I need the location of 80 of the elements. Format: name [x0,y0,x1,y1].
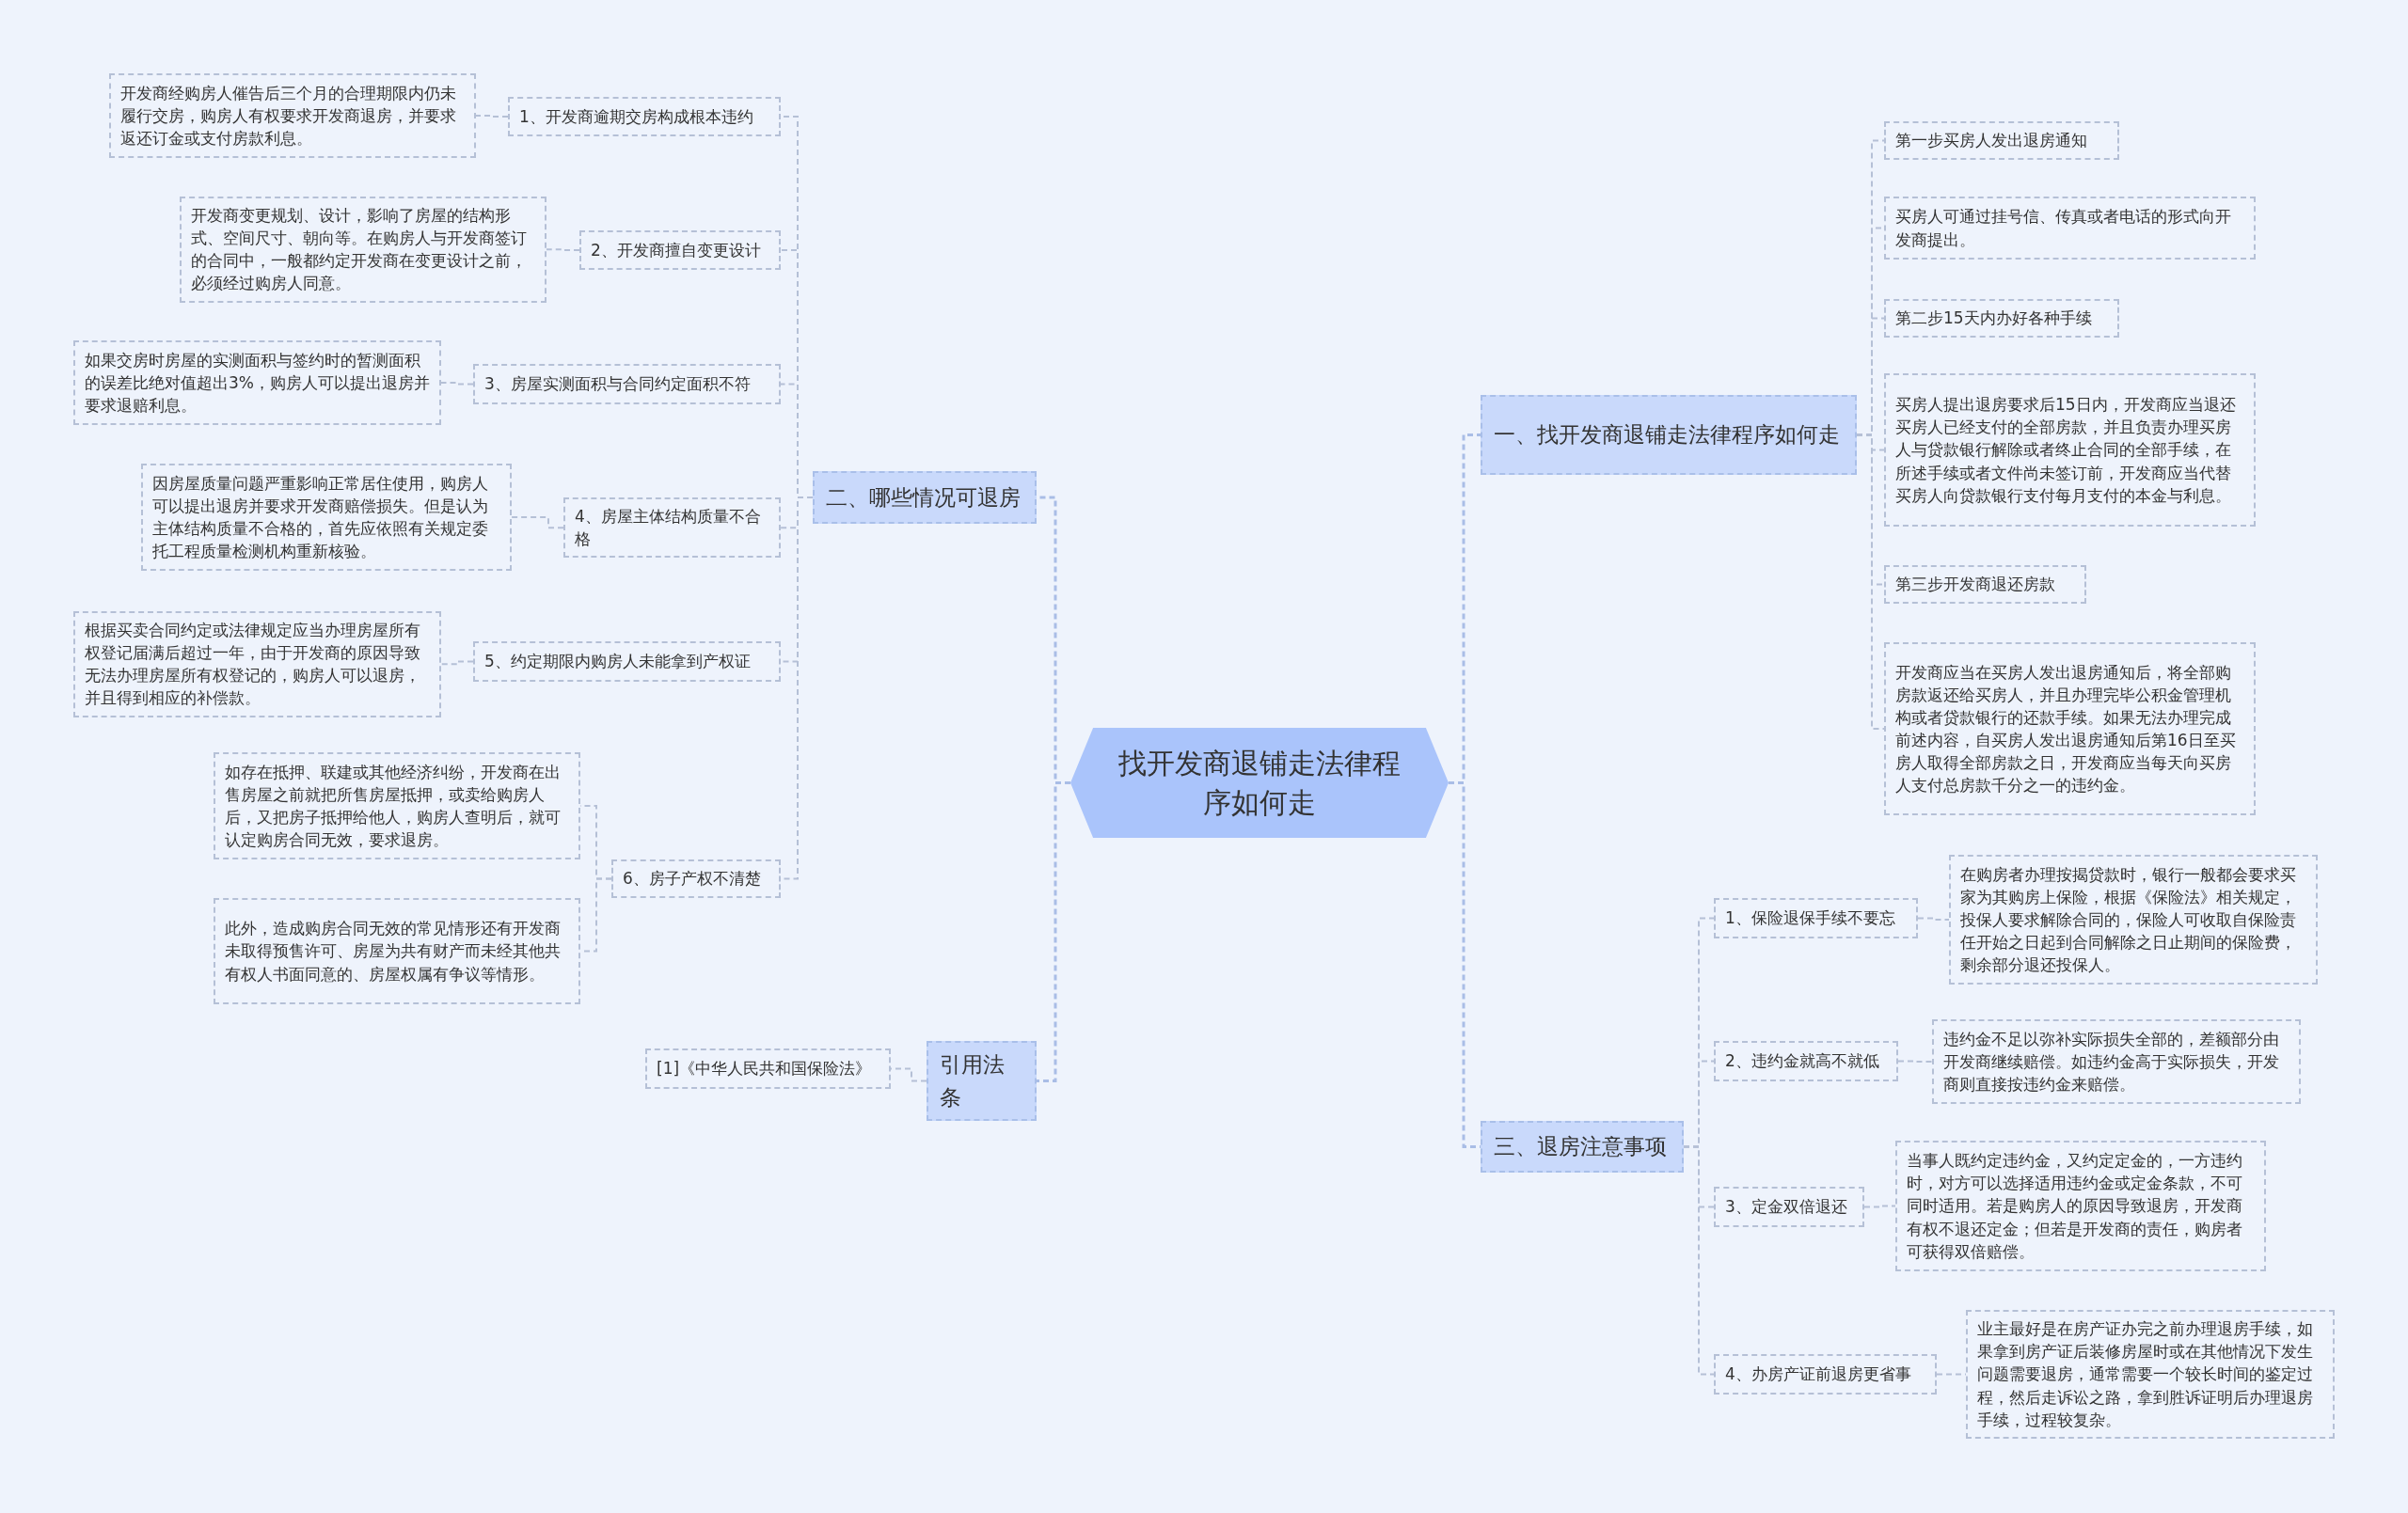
topic-box [1884,121,2119,160]
topic-text: 第一步买房人发出退房通知 [1895,130,2087,152]
topic-box [1949,855,2318,985]
topic-text: 6、房子产权不清楚 [623,868,761,890]
topic-text: 买房人可通过挂号信、传真或者电话的形式向开发商提出。 [1895,206,2232,251]
topic-text: 开发商变更规划、设计，影响了房屋的结构形式、空间尺寸、朝向等。在购房人与开发商签订的合同中，一般都约定开发商在变更设计之前，必须经过购房人同意。 [191,205,528,295]
topic-text: 1、保险退保手续不要忘 [1725,907,1895,930]
connector-line [1856,433,1885,730]
topic-text: 开发商经购房人催告后三个月的合理期限内仍未履行交房，购房人有权要求开发商退房，并要求返还订金或支付房款利息。 [120,82,457,150]
branch-topic-box [813,471,1037,524]
connector-line [1917,917,1950,921]
topic-text: 3、房屋实测面积与合同约定面积不符 [484,373,751,396]
topic-box [109,73,476,158]
topic-box [1714,1041,1898,1081]
topic-text: 找开发商退铺走法律程序如何走 [1117,745,1402,821]
connector-line [440,660,474,666]
connector-line [475,115,509,118]
topic-text: 业主最好是在房产证办完之前办理退房手续，如果拿到房产证后装修房屋时或在其他情况下发生问题需要退房，通常需要一个较长时间的鉴定过程，然后走诉讼之路，拿到胜诉证明后办理退房手续，过程较复杂。 [1977,1318,2314,1431]
branch-topic-box [927,1041,1037,1121]
topic-text: 引用法条 [940,1051,1006,1111]
connector-line [1449,781,1481,1148]
topic-box [1714,1187,1864,1227]
connector-line [440,382,474,386]
connector-line [1863,1205,1896,1208]
topic-text: 5、约定期限内购房人未能拿到产权证 [484,651,751,673]
topic-box [611,859,781,898]
connector-line [511,516,564,529]
branch-topic-box [1481,1121,1684,1173]
topic-box [214,752,580,859]
topic-box [473,641,781,682]
topic-box [508,97,781,136]
topic-box [645,1048,891,1089]
topic-text: [1]《中华人民共和国保险法》 [657,1058,872,1080]
topic-text: 4、房屋主体结构质量不合格 [575,506,762,551]
topic-box [1884,197,2256,260]
connector-line [1683,1145,1715,1376]
topic-box [1714,1354,1937,1395]
topic-text: 买房人提出退房要求后15日内，开发商应当退还买房人已经支付的全部房款，并且负责办理买房人与贷款银行解除或者终止合同的全部手续，在所述手续或者文件尚未签订前，开发商应当代替买房人向贷款银行支付每月支付的本金与利息。 [1895,394,2237,507]
topic-text: 第二步15天内办好各种手续 [1895,307,2092,330]
topic-box [1884,299,2119,338]
topic-text: 此外，造成购房合同无效的常见情形还有开发商未取得预售许可、房屋为共有财产而未经其他共有权人书面同意的、房屋权属有争议等情形。 [225,918,562,985]
topic-box [473,364,781,404]
connector-line [1037,781,1070,1082]
connector-line [546,248,580,251]
topic-text: 2、违约金就高不就低 [1725,1050,1879,1073]
topic-text: 如存在抵押、联建或其他经济纠纷，开发商在出售房屋之前就把所售房屋抵押，或卖给购房人后，又把房子抵押给他人，购房人查明后，就可认定购房合同无效，要求退房。 [225,761,562,852]
topic-box [1895,1141,2266,1271]
topic-text: 因房屋质量问题严重影响正常居住使用，购房人可以提出退房并要求开发商赔偿损失。但是认为主体结构质量不合格的，首先应依照有关规定委托工程质量检测机构重新核验。 [152,472,489,563]
topic-box [73,611,441,717]
topic-box [214,898,580,1004]
topic-text: 2、开发商擅自变更设计 [591,239,761,261]
topic-box [73,340,441,425]
topic-text: 如果交房时房屋的实测面积与签约时的暂测面积的误差比绝对值超出3%，购房人可以提出退房并要求退赔利息。 [85,349,430,418]
topic-text: 1、开发商逾期交房构成根本违约 [519,105,753,128]
central-topic-hexagon [1070,728,1449,838]
connector-line [890,1067,927,1082]
topic-text: 开发商应当在买房人发出退房通知后，将全部购房款返还给买房人，并且办理完毕公积金管理机构或者贷款银行的还款手续。如果无法办理完成前述内容，自买房人发出退房通知后第16日至买房人取得全部房款之日，开发商应当每天向买房人支付总房款千分之一的违约金。 [1895,661,2237,797]
topic-text: 二、哪些情况可退房 [826,483,1021,512]
topic-box [1884,373,2256,527]
topic-box [1884,565,2086,604]
topic-text: 违约金不足以弥补实际损失全部的，差额部分由开发商继续赔偿。如违约金高于实际损失，开发商则直接按违约金来赔偿。 [1943,1028,2280,1096]
branch-topic-box [1481,395,1857,475]
topic-box [579,230,781,270]
topic-text: 根据买卖合同约定或法律规定应当办理房屋所有权登记届满后超过一年，由于开发商的原因导致无法办理房屋所有权登记的，购房人可以退房，并且得到相应的补偿款。 [85,620,421,710]
topic-box [1884,642,2256,815]
topic-box [1966,1310,2335,1439]
topic-text: 4、办房产证前退房更省事 [1725,1363,1911,1386]
topic-text: 在购房者办理按揭贷款时，银行一般都会要求买家为其购房上保险，根据《保险法》相关规定，投保人要求解除合同的，保险人可收取自保险责任开始之日起到合同解除之日止期间的保险费，剩余部分退还投保人。 [1960,863,2297,977]
topic-text: 3、定金双倍退还 [1725,1196,1847,1219]
connector-line [1897,1060,1933,1063]
topic-box [1714,898,1918,938]
topic-text: 一、找开发商退铺走法律程序如何走 [1494,421,1840,449]
topic-box [141,464,512,571]
topic-box [180,197,547,303]
topic-text: 当事人既约定违约金，又约定定金的，一方违约时，对方可以选择适用违约金或定金条款，不可同时适用。若是购房人的原因导致退房，开发商有权不退还定金；但若是开发商的责任，购房者可获得双倍赔偿。 [1907,1150,2243,1263]
topic-text: 第三步开发商退还房款 [1895,574,2055,596]
topic-box [1932,1019,2301,1104]
topic-box [563,497,781,559]
topic-text: 三、退房注意事项 [1494,1133,1667,1161]
connector-line [1936,1373,1967,1376]
